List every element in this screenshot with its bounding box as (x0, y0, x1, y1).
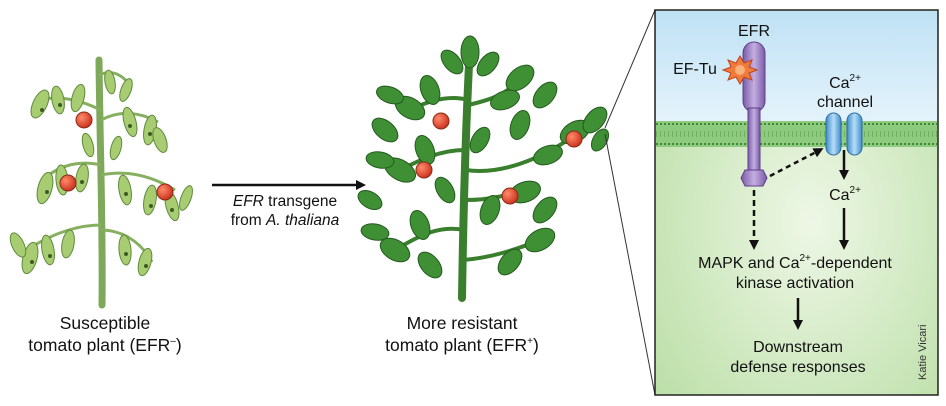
kinase-activation-label: MAPK and Ca2+-dependent kinase activatio… (660, 254, 930, 294)
signaling-panel (654, 9, 939, 396)
efr-receptor (740, 41, 768, 187)
ca-channel-line1: Ca2+ (829, 73, 861, 93)
ca-channel-line2: channel (816, 94, 874, 111)
cell-membrane (656, 121, 937, 147)
zoom-line-bottom (604, 133, 656, 396)
susceptible-plant-label: Susceptible tomato plant (EFR–) (0, 312, 210, 356)
calcium-channel (825, 112, 863, 156)
activation-line2: kinase activation (735, 275, 855, 292)
resistant-label-line1: More resistant (406, 313, 518, 333)
efr-label: EFR (738, 23, 770, 40)
resistant-plant (357, 35, 610, 302)
ca-channel-label: Ca2+ channel (805, 74, 885, 112)
responses-line2: defense responses (730, 359, 866, 376)
artist-credit: Katie Vicari (917, 324, 929, 380)
zoom-line-top (604, 9, 656, 129)
ef-tu-label: EF-Tu (673, 61, 717, 78)
responses-line1: Downstream (753, 339, 843, 356)
transgene-line1: EFR transgene (232, 193, 338, 210)
resistant-label-line2: tomato plant (EFR+) (385, 335, 539, 355)
defense-responses-label: Downstream defense responses (690, 338, 906, 378)
susceptible-plant (9, 56, 193, 309)
susceptible-label-line2: tomato plant (EFR–) (28, 335, 182, 355)
transgene-label: EFR transgene from A. thaliana (200, 192, 370, 230)
susceptible-label-line1: Susceptible (59, 313, 151, 333)
activation-line1: MAPK and Ca2+-dependent (698, 253, 892, 273)
resistant-plant-label: More resistant tomato plant (EFR+) (352, 312, 572, 356)
transgene-line2: from A. thaliana (230, 212, 340, 229)
efr-to-channel-arrow (769, 148, 824, 178)
ca-ion-label: Ca2+ (829, 185, 861, 205)
